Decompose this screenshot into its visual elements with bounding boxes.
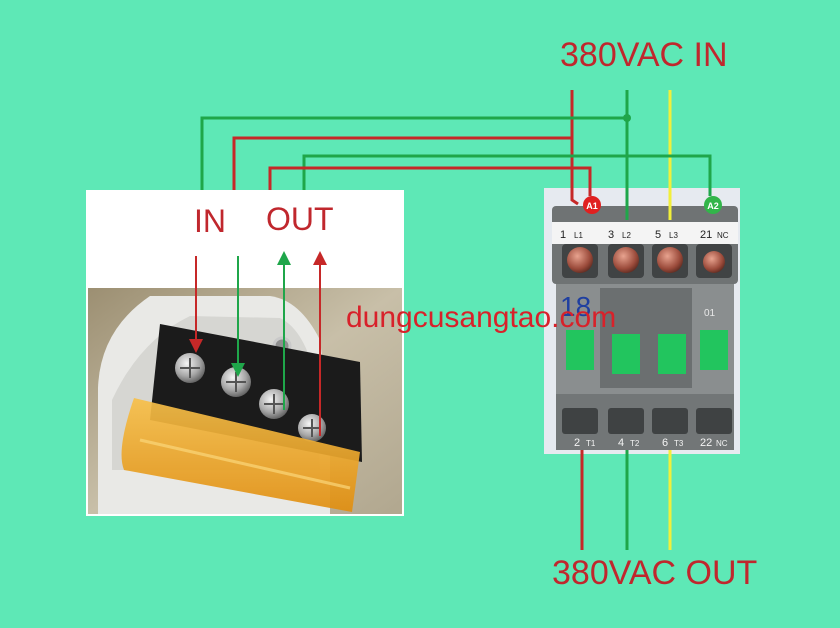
top-terminal-2-num: 3 [608,229,614,241]
top-terminal-1-name: L1 [574,231,583,240]
green-window-2 [612,334,640,374]
coil-a2-badge [704,196,722,214]
terminal-in-label: IN [194,203,226,239]
green-window-4 [700,330,728,370]
terminal-arrows [189,251,327,436]
top-terminal-3-name: L3 [669,231,678,240]
input-title: 380VAC IN [560,36,728,74]
top-screw-nc [703,251,725,273]
junction-dot [623,114,631,122]
top-terminal-3-num: 5 [655,229,661,241]
top-terminal-4-num: 21 [700,229,712,241]
top-screw-l2 [613,247,639,273]
output-title: 380VAC OUT [552,554,757,592]
top-screw-l1 [567,247,593,273]
bottom-terminal-3-name: T3 [674,439,684,448]
wire-red-out-to-a1 [268,166,592,196]
green-window-3 [658,334,686,374]
terminal-out-label: OUT [266,201,334,237]
bottom-terminal-2-num: 4 [618,437,624,449]
green-window-1 [566,330,594,370]
top-terminal-1-num: 1 [560,229,566,241]
terminal-block-photo [86,190,404,516]
wire-green-out-to-a2 [302,154,712,196]
coil-a2-text: A2 [707,201,719,211]
aux-contact-label: 01 [704,308,716,319]
bottom-terminal-1-num: 2 [574,437,580,449]
coil-a1-badge [583,196,601,214]
bottom-terminal-4-name: NC [716,439,728,448]
contactor-model: 18 [560,291,591,322]
wire-red-to-in [232,136,572,190]
coil-a1-text: A1 [586,201,598,211]
bottom-terminal-3-num: 6 [662,437,668,449]
wire-green-to-in [200,116,627,190]
contactor [544,188,740,454]
wires [200,90,712,550]
top-screw-l3 [657,247,683,273]
contactor-label-strip [552,222,738,244]
bottom-terminal-1-name: T1 [586,439,596,448]
top-terminal-4-name: NC [717,231,729,240]
watermark: dungcusangtao.com [346,301,616,334]
top-terminal-2-name: L2 [622,231,631,240]
bottom-terminal-4-num: 22 [700,437,712,449]
bottom-terminal-2-name: T2 [630,439,640,448]
wire-l1-red [570,90,579,206]
terminal-cover [121,398,361,512]
